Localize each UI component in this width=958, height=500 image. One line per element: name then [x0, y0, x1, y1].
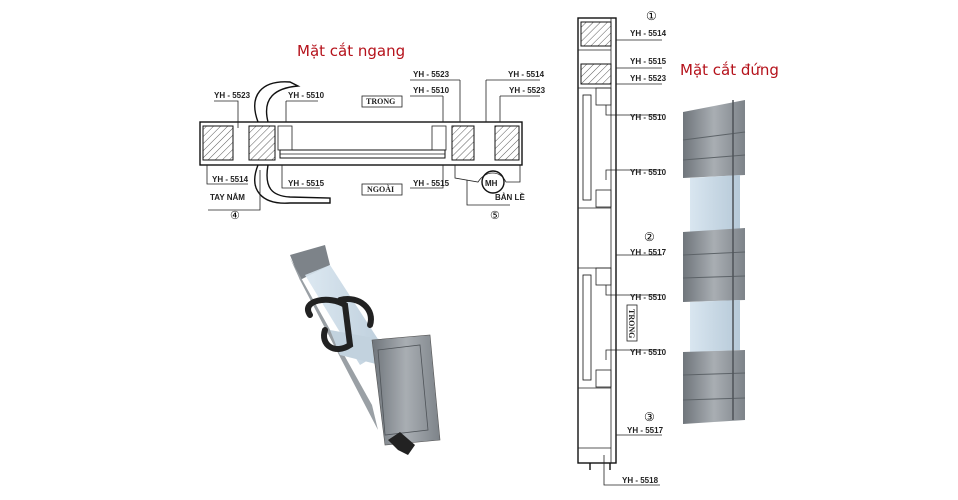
label-v-5514: YH - 5514 [630, 29, 667, 38]
label-right-5523b: YH - 5523 [509, 86, 546, 95]
label-v-5510-1: YH - 5510 [630, 113, 667, 122]
label-right-5515: YH - 5515 [413, 179, 450, 188]
glass-pane-top [582, 94, 592, 201]
handle-bottom-icon [254, 164, 331, 204]
profile-3d-render [290, 245, 441, 455]
vertical-profile-3d-render [682, 100, 746, 424]
handle-3d-icon [305, 296, 354, 352]
handle-top-icon [254, 81, 301, 123]
vertical-inside-label: TRONG [627, 309, 636, 338]
marker-2: ② [644, 230, 655, 244]
hinge-badge: MH [485, 179, 498, 188]
marker-4: ④ [230, 210, 240, 222]
horizontal-section-title: Mặt cắt ngang [297, 42, 405, 60]
horizontal-section: Mặt cắt ngang MH TRONG NGOÀI YH - 55 [199, 42, 546, 222]
hinge-icon [481, 170, 505, 194]
vertical-section: TRONG ① ② ③ YH - 5514 YH - 5515 YH - 552… [577, 9, 779, 486]
label-v-5510-2: YH - 5510 [630, 168, 667, 177]
label-hinge: BẢN LỀ [495, 192, 525, 202]
label-left-5514: YH - 5514 [212, 175, 249, 184]
label-left-5510: YH - 5510 [288, 91, 325, 100]
label-right-5514: YH - 5514 [508, 70, 545, 79]
label-right-5523: YH - 5523 [413, 70, 450, 79]
label-v-5523: YH - 5523 [630, 74, 667, 83]
marker-5: ⑤ [490, 210, 500, 222]
label-left-5523: YH - 5523 [214, 91, 251, 100]
frame-hatch-left [202, 125, 234, 161]
vertical-section-title: Mặt cắt đứng [680, 61, 779, 79]
marker-3: ③ [644, 410, 655, 424]
label-v-5510-3: YH - 5510 [630, 293, 667, 302]
label-v-5518: YH - 5518 [622, 476, 659, 485]
label-right-5510: YH - 5510 [413, 86, 450, 95]
label-left-5515: YH - 5515 [288, 179, 325, 188]
outside-label: NGOÀI [367, 184, 394, 194]
glass-pane-bottom [582, 274, 592, 381]
label-v-5515: YH - 5515 [630, 57, 667, 66]
inside-label: TRONG [366, 97, 395, 106]
label-v-5510-4: YH - 5510 [630, 348, 667, 357]
label-handle: TAY NẮM [210, 193, 245, 202]
label-v-5517-2: YH - 5517 [627, 426, 664, 435]
marker-1: ① [646, 9, 657, 23]
label-v-5517-1: YH - 5517 [630, 248, 667, 257]
